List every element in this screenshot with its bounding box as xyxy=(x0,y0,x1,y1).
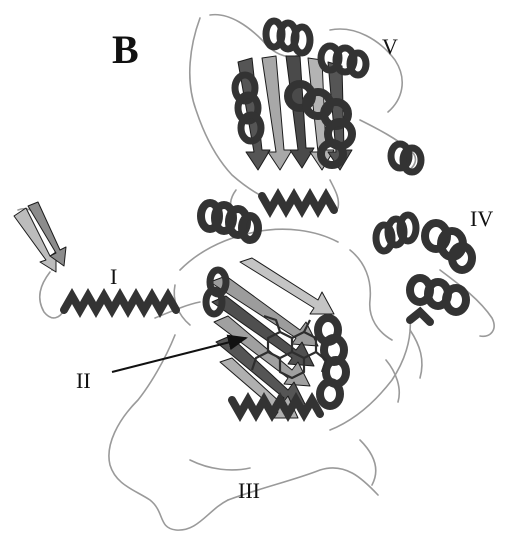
domain-label-i: I xyxy=(110,266,117,288)
loop xyxy=(109,335,228,530)
helix xyxy=(64,296,176,310)
helix xyxy=(425,223,472,270)
helix xyxy=(318,318,346,406)
loop xyxy=(386,360,399,402)
domain-label-v: V xyxy=(382,36,398,58)
loop xyxy=(190,460,250,470)
helix xyxy=(206,270,226,314)
helix xyxy=(266,21,310,53)
loop xyxy=(350,250,392,340)
loop xyxy=(410,330,422,378)
domain-label-iv: IV xyxy=(470,208,493,230)
panel-letter: B xyxy=(112,30,139,70)
domain-label-ii: II xyxy=(76,370,91,392)
helix xyxy=(262,196,334,210)
helix xyxy=(232,400,320,414)
helix xyxy=(410,278,466,322)
loop xyxy=(360,440,376,485)
helix xyxy=(321,46,366,75)
domain-label-iii: III xyxy=(238,480,260,502)
helix xyxy=(201,203,258,240)
helix xyxy=(391,144,421,172)
helix xyxy=(376,215,416,251)
